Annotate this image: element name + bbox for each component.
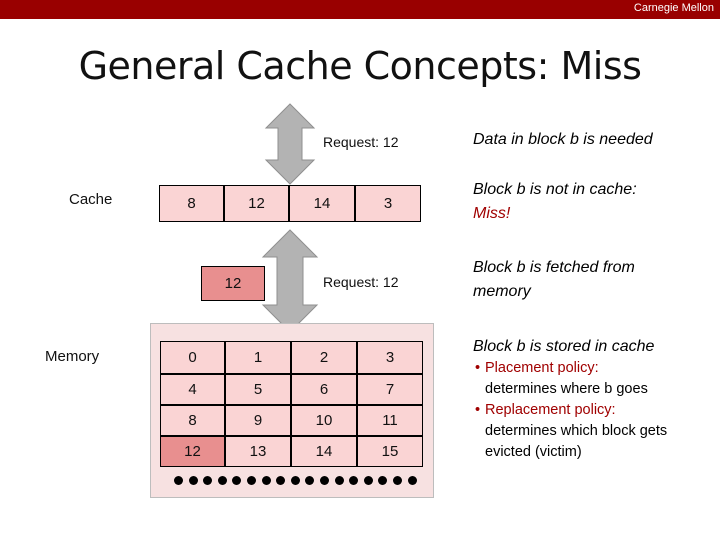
memory-block: 3 [357,341,423,374]
bullet-placement-text: determines where b goes [485,381,648,397]
ellipsis-dot [363,476,373,485]
cache-label: Cache [69,191,113,208]
memory-block: 0 [160,341,225,374]
ellipsis-dot [407,476,417,485]
brand-text: Carnegie Mellon [633,2,714,14]
fetched-block: 12 [201,266,265,301]
memory-block: 6 [291,374,357,405]
note-stored: Block b is stored in cache [473,338,655,355]
ellipsis-dot [203,476,213,485]
cache-block: 14 [289,185,355,222]
request-label-bottom: Request: 12 [323,274,399,290]
note-needed: Data in block b is needed [473,131,653,148]
requested-memory-block: 12 [160,436,225,467]
ellipsis-dot [276,476,286,485]
ellipsis-dot [393,476,402,485]
bullet-icon: • [475,402,481,418]
bullet-replacement: • Replacement policy: determines which b… [475,400,715,463]
ellipsis-dot [217,476,227,485]
ellipsis-dot [174,476,183,485]
ellipsis-dot [290,476,300,485]
header-bar: Carnegie Mellon [0,0,720,19]
note-fetched: Block b is fetched from [473,259,635,276]
memory-block: 8 [160,405,225,436]
memory-block: 1 [225,341,291,374]
note-not-in-cache: Block b is not in cache: [473,181,637,198]
bullet-icon: • [475,360,481,376]
memory-block: 15 [357,436,423,467]
note-miss: Miss! [473,205,511,222]
memory-block: 7 [357,374,423,405]
cache-block: 3 [355,185,421,222]
memory-block: 4 [160,374,225,405]
ellipsis-dot [378,476,388,485]
ellipsis-dot [188,476,198,485]
request-arrow-top [264,103,316,185]
cache-block: 12 [224,185,289,222]
ellipsis-dot [334,476,344,485]
bullet-replacement-label: Replacement policy: [485,402,616,418]
ellipsis-dot [232,476,242,485]
memory-block: 2 [291,341,357,374]
note-memory: memory [473,283,531,300]
memory-block: 9 [225,405,291,436]
bullet-replacement-text: determines which block gets evicted (vic… [485,423,668,460]
ellipsis-dot [349,476,359,485]
memory-block: 13 [225,436,291,467]
bullet-placement: • Placement policy: determines where b g… [475,358,715,400]
ellipsis-dot [305,476,315,485]
policy-bullets: • Placement policy: determines where b g… [475,358,715,463]
memory-label: Memory [45,348,100,365]
ellipsis-dot [247,476,256,485]
cache-block: 8 [159,185,224,222]
memory-block: 11 [357,405,423,436]
slide-title: General Cache Concepts: Miss [78,44,642,88]
fetch-arrow [261,229,319,333]
bullet-placement-label: Placement policy: [485,360,599,376]
ellipsis-dot [320,476,329,485]
ellipsis-dot [261,476,271,485]
memory-block: 5 [225,374,291,405]
memory-block: 14 [291,436,357,467]
memory-block: 10 [291,405,357,436]
request-label-top: Request: 12 [323,134,399,150]
